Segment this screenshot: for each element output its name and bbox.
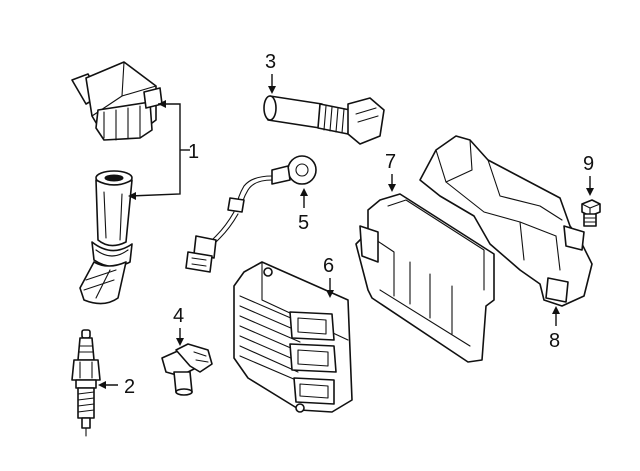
knock-sensor [185,155,317,273]
mounting-bracket [419,135,593,307]
spark-plug [71,329,101,437]
callout-8-leader [552,306,560,326]
callout-9: 9 [583,153,594,175]
callout-9-leader [586,176,594,196]
callout-8: 8 [549,330,560,352]
callout-1: 1 [188,141,199,163]
callout-7-leader [388,174,396,192]
callout-4: 4 [173,305,184,327]
bolt [581,199,601,227]
callout-3: 3 [265,51,276,73]
callout-5: 5 [298,212,309,234]
callout-4-leader [176,328,184,346]
coil-boot [79,170,133,305]
callout-2-leader [98,381,118,389]
callout-3-leader [268,74,276,94]
engine-control-module [233,261,353,413]
callout-5-leader [300,188,308,208]
ignition-coil [71,61,163,141]
callout-2: 2 [124,376,135,398]
callout-1-leaders [128,100,190,200]
callout-7: 7 [385,151,396,173]
callout-6-leader [326,278,334,298]
sensor [161,343,213,396]
callout-6: 6 [323,255,334,277]
module-bracket [355,193,495,363]
position-sensor-rod [263,95,385,145]
